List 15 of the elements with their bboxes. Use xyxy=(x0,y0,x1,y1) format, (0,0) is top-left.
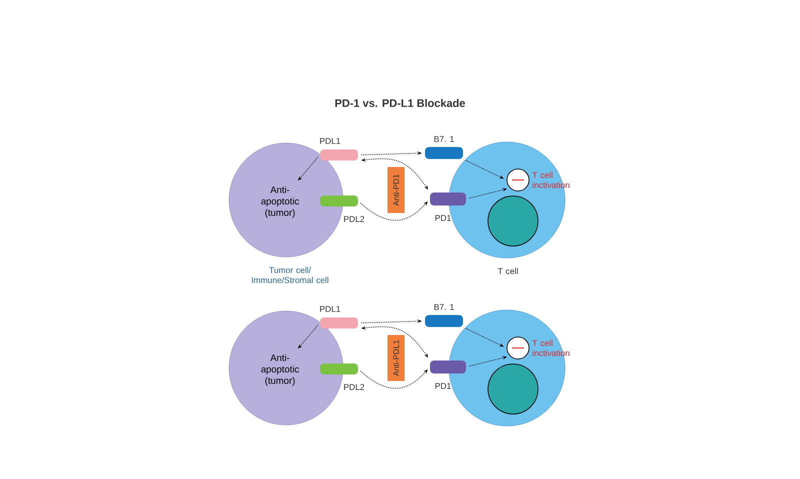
receptor-label: PDL1 xyxy=(320,138,340,144)
receptor-label: B7. 1 xyxy=(434,304,454,310)
inhibition-circle xyxy=(506,168,530,192)
tumor-cell: Anti- apoptotic (tumor) xyxy=(228,310,344,426)
title: PD-1 vs. PD-L1 Blockade xyxy=(335,98,465,108)
receptor-label: PDL2 xyxy=(344,384,364,390)
receptor-label: B7. 1 xyxy=(434,136,454,142)
tumor-cell: Anti- apoptotic (tumor) xyxy=(228,142,344,258)
cell-type-label: T cell xyxy=(498,268,518,274)
receptor-label: PDL2 xyxy=(344,216,364,222)
cell-type-label: Tumor cell/ Immune/Stromal cell xyxy=(252,266,328,284)
inhibition-circle xyxy=(506,336,530,360)
receptor-label: PD1 xyxy=(435,215,451,221)
receptor-label: PDL1 xyxy=(320,306,340,312)
receptor-label: PD1 xyxy=(435,383,451,389)
